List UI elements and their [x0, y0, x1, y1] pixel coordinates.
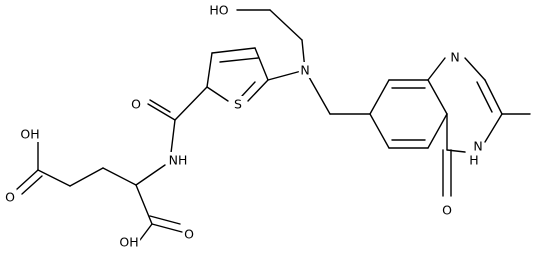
label-backing	[182, 226, 196, 242]
label-backing	[448, 49, 462, 65]
label-backing	[18, 126, 42, 142]
label-backing	[3, 189, 17, 205]
ring-nitrogen-label: N	[450, 50, 459, 65]
label-backing	[232, 96, 244, 112]
ring-nh-hydrogen-label: H	[469, 153, 478, 168]
ketone-oxygen-label: O	[442, 203, 452, 218]
amide-oxygen-label: O	[131, 97, 141, 112]
hydroxy-label: HO	[209, 3, 228, 18]
amide-nh-label: NH	[169, 153, 188, 168]
label-backing	[117, 234, 141, 250]
label-backing	[440, 202, 454, 218]
side-acid-oh-label: OH	[20, 127, 39, 142]
label-backing	[298, 62, 312, 78]
thiophene-sulfur-label: S	[234, 97, 242, 112]
ring-nh-nitrogen-label: N	[473, 139, 482, 154]
alpha-acid-oh-label: OH	[119, 235, 138, 250]
label-backing	[167, 152, 189, 168]
bonds	[15, 9, 531, 241]
label-backing	[129, 96, 143, 112]
amine-nitrogen-label: N	[300, 63, 309, 78]
label-backing	[467, 152, 481, 168]
side-acid-o-label: O	[5, 190, 15, 205]
alpha-acid-o-label: O	[184, 227, 194, 242]
label-backing	[471, 138, 485, 154]
label-backing	[207, 2, 231, 18]
atom-labels: HO N S O NH OH O OH O N N H O	[3, 2, 485, 250]
